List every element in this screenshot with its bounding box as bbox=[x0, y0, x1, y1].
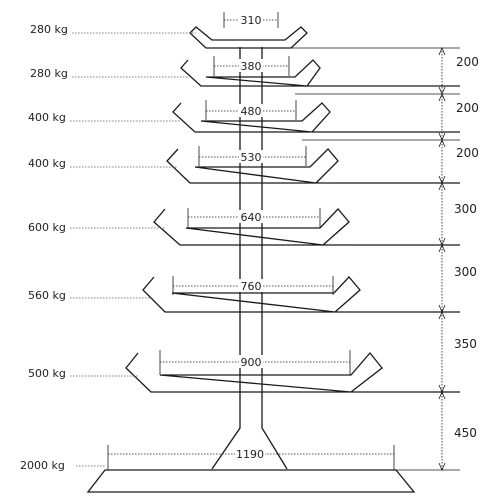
load-label: 400 kg bbox=[28, 111, 66, 124]
load-label: 2000 kg bbox=[20, 459, 65, 472]
tier-arm-2 bbox=[180, 59, 460, 87]
width-labels: 310 380 480 530 640 760 900 1190 bbox=[235, 13, 265, 461]
spacing-label: 300 bbox=[454, 265, 477, 279]
load-label: 500 kg bbox=[28, 367, 66, 380]
width-label: 310 bbox=[241, 14, 262, 27]
load-label: 600 kg bbox=[28, 221, 66, 234]
level-reference-lines bbox=[285, 47, 460, 471]
tier-arm-4 bbox=[166, 148, 460, 184]
width-label: 900 bbox=[241, 356, 262, 369]
width-label: 1190 bbox=[236, 448, 264, 461]
width-label: 640 bbox=[241, 211, 262, 224]
spacing-label: 200 bbox=[456, 55, 479, 69]
base bbox=[86, 469, 416, 493]
spacing-labels: 200 200 200 300 300 350 450 bbox=[454, 55, 479, 440]
load-labels: 280 kg 280 kg 400 kg 400 kg 600 kg 560 k… bbox=[20, 23, 68, 472]
tier-arm-3 bbox=[172, 102, 460, 133]
width-label: 530 bbox=[241, 151, 262, 164]
load-label: 560 kg bbox=[28, 289, 66, 302]
spacing-label: 450 bbox=[454, 426, 477, 440]
load-leaders bbox=[70, 32, 196, 467]
load-label: 400 kg bbox=[28, 157, 66, 170]
width-label: 480 bbox=[241, 105, 262, 118]
tier-arm-5 bbox=[153, 208, 460, 246]
load-label: 280 kg bbox=[30, 67, 68, 80]
spacing-label: 350 bbox=[454, 337, 477, 351]
width-label: 760 bbox=[241, 280, 262, 293]
tier-arm-1 bbox=[189, 26, 308, 49]
spacing-label: 200 bbox=[456, 146, 479, 160]
spacing-label: 200 bbox=[456, 101, 479, 115]
load-label: 280 kg bbox=[30, 23, 68, 36]
spacing-dimension bbox=[438, 46, 446, 472]
tier-arm-7 bbox=[125, 351, 460, 393]
width-label: 380 bbox=[241, 60, 262, 73]
spacing-label: 300 bbox=[454, 202, 477, 216]
tier-arm-6 bbox=[142, 276, 460, 313]
